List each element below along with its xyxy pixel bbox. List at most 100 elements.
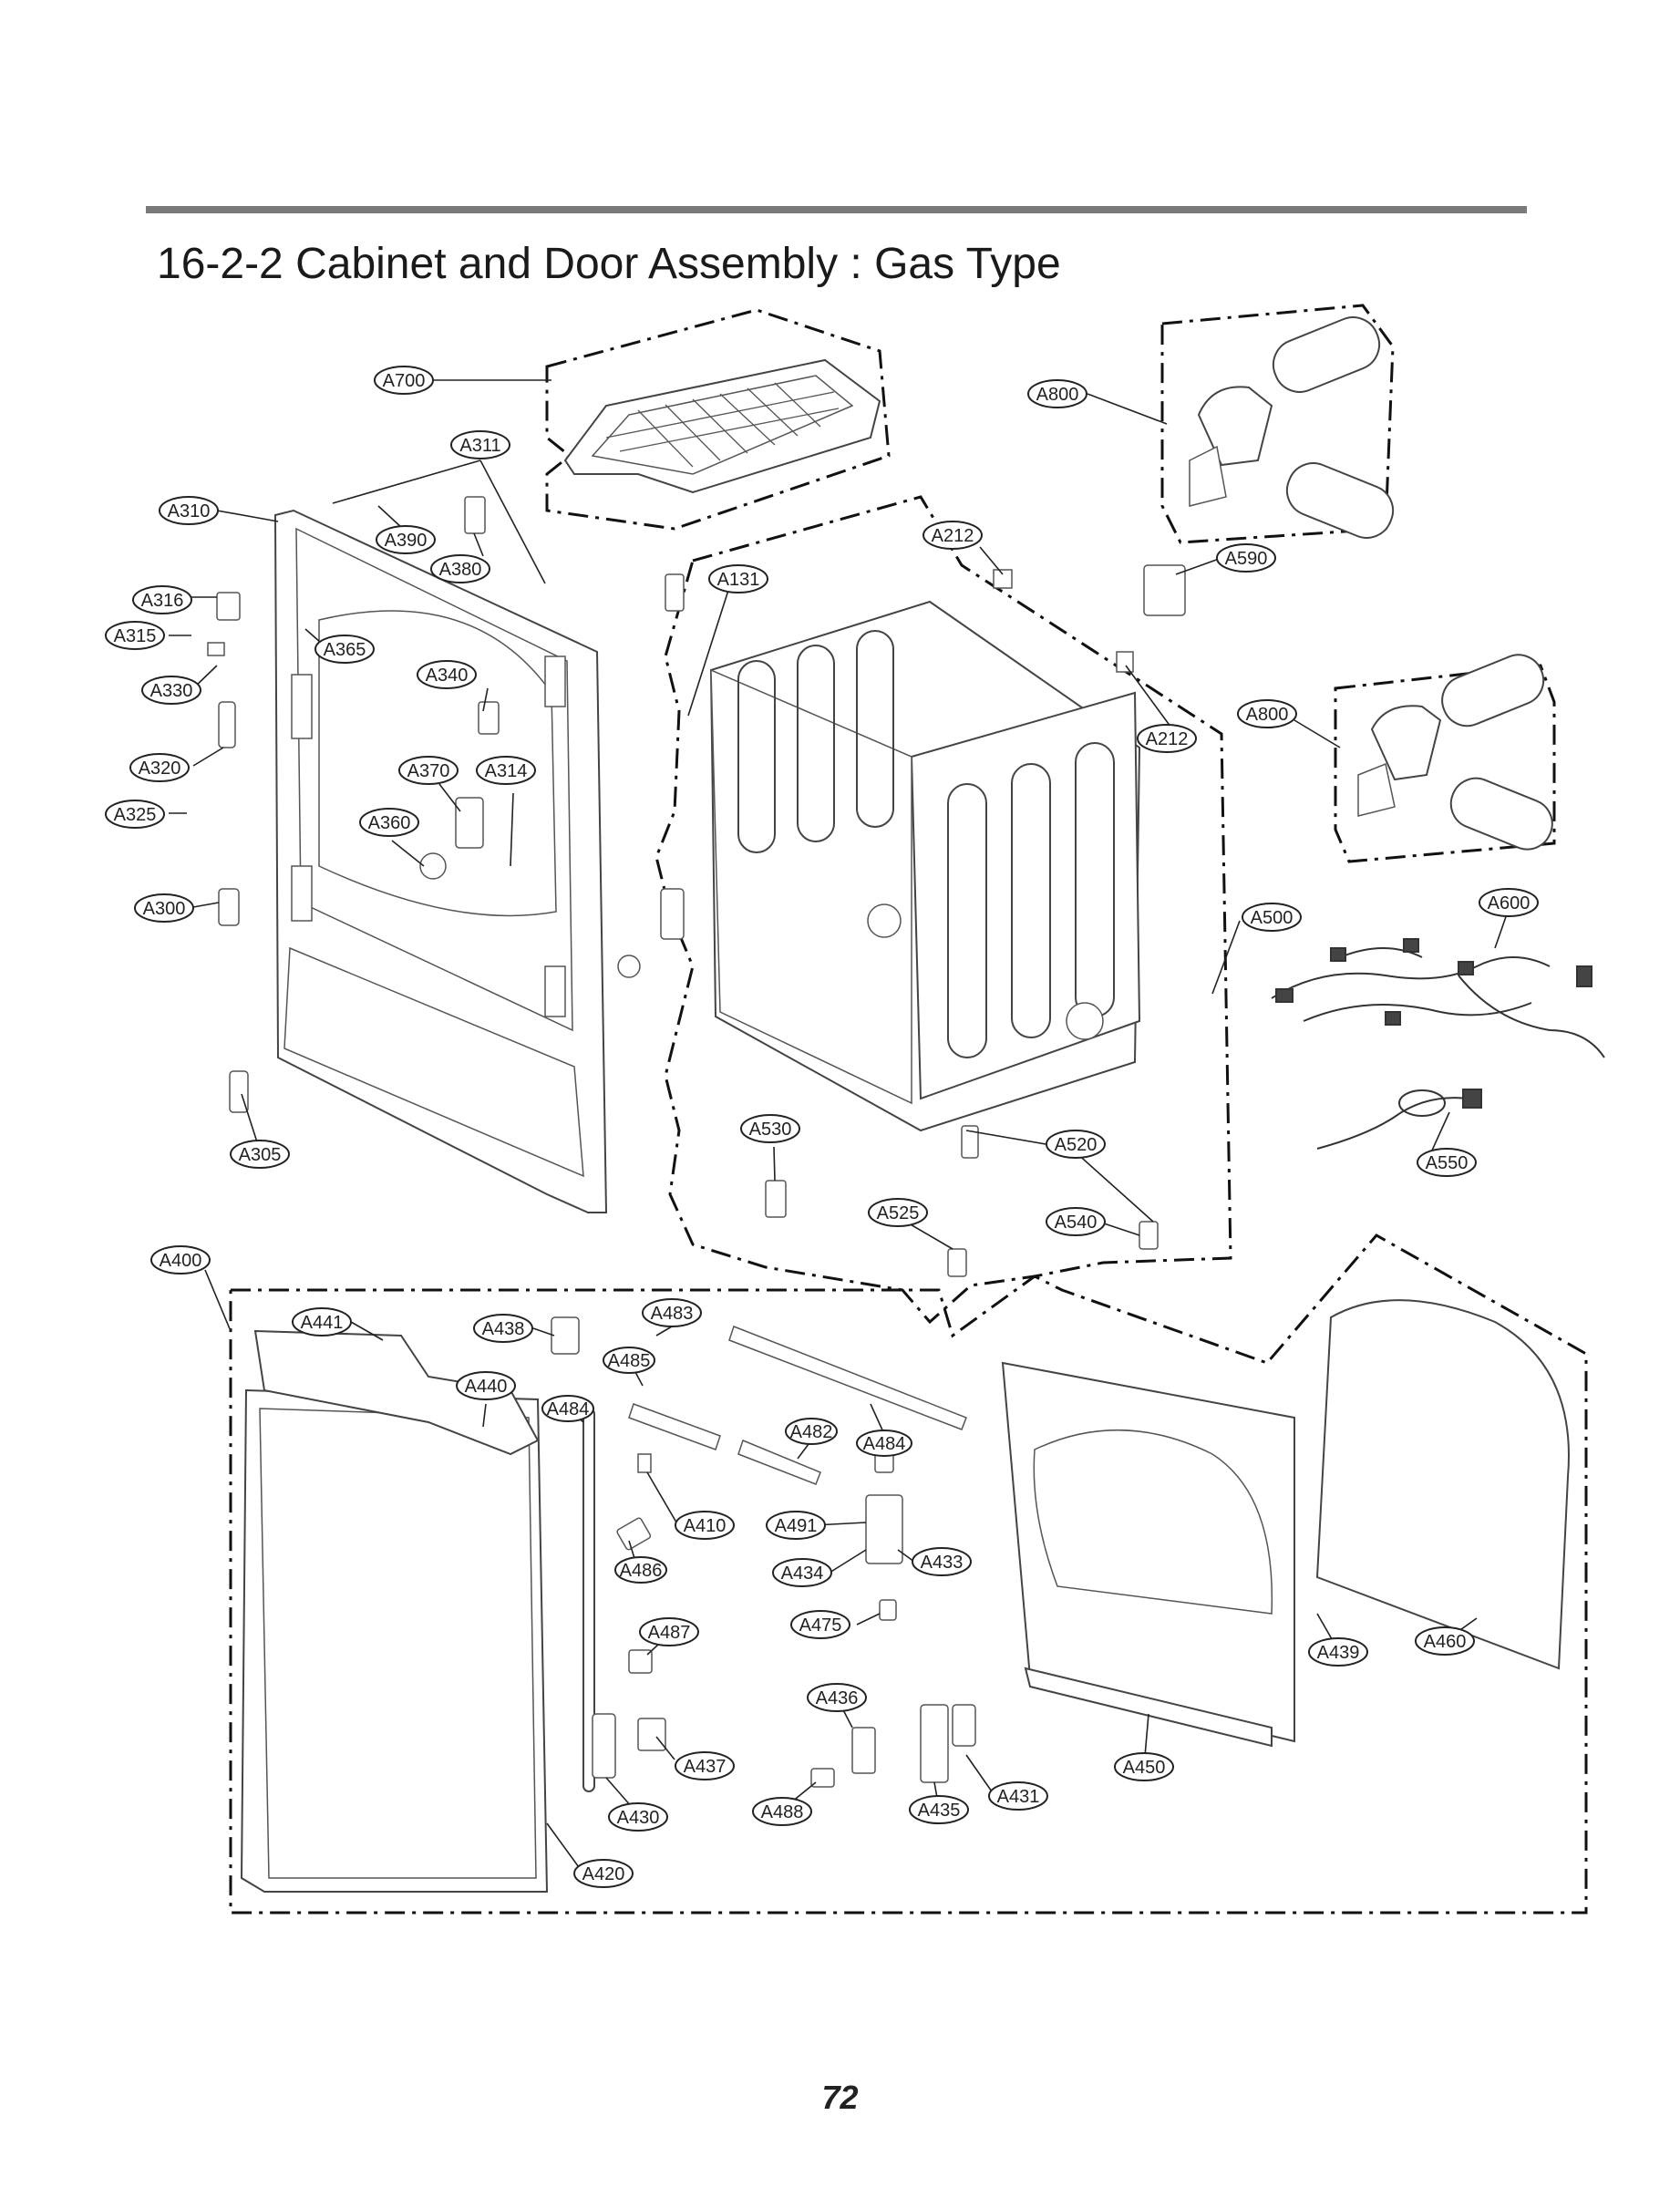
callout-label: A320 xyxy=(139,759,181,779)
callout-label: A380 xyxy=(439,560,482,580)
callout-A600: A600 xyxy=(1479,888,1539,917)
callout-A311: A311 xyxy=(450,430,510,459)
callout-label: A431 xyxy=(997,1787,1040,1807)
callout-label: A525 xyxy=(877,1203,920,1223)
callout-label: A437 xyxy=(684,1757,727,1777)
callout-A475: A475 xyxy=(790,1610,850,1639)
callout-label: A370 xyxy=(407,761,450,781)
callout-label: A475 xyxy=(799,1615,842,1636)
parts xyxy=(207,316,1605,1893)
callout-A485: A485 xyxy=(603,1347,655,1374)
inner-door-part xyxy=(1001,1361,1295,1748)
callout-A700: A700 xyxy=(374,366,434,395)
callout-A484-b: A484 xyxy=(856,1429,912,1457)
callout-A800-mid: A800 xyxy=(1237,699,1297,728)
callout-A370: A370 xyxy=(398,756,459,785)
callout-label: A314 xyxy=(485,761,528,781)
callout-A131: A131 xyxy=(708,564,768,593)
callout-A310: A310 xyxy=(159,496,219,525)
callout-label: A340 xyxy=(426,666,469,686)
callout-label: A530 xyxy=(749,1120,792,1140)
small-parts xyxy=(207,496,1186,1788)
callout-label: A360 xyxy=(368,813,411,833)
callout-label: A330 xyxy=(150,681,193,701)
callout-label: A440 xyxy=(465,1377,508,1397)
callout-A360: A360 xyxy=(359,808,419,837)
callout-label: A491 xyxy=(775,1516,818,1536)
cabinet-part xyxy=(709,600,1141,1132)
callout-A434: A434 xyxy=(772,1558,832,1587)
callout-A420: A420 xyxy=(573,1859,634,1888)
callout-label: A420 xyxy=(582,1864,625,1884)
door-panel-part xyxy=(240,1388,549,1893)
callout-A530: A530 xyxy=(740,1114,800,1143)
header-rule xyxy=(146,206,1527,213)
wire-harness-part xyxy=(1271,938,1605,1058)
callout-A330: A330 xyxy=(141,676,201,705)
callout-label: A590 xyxy=(1225,549,1268,569)
handle-trim-part xyxy=(253,1329,540,1456)
callout-label: A435 xyxy=(918,1801,961,1821)
callout-label: A439 xyxy=(1317,1643,1360,1663)
duct-top-part xyxy=(1189,316,1395,539)
top-panel-part xyxy=(563,358,881,494)
callout-A365: A365 xyxy=(314,635,375,664)
callout-label: A487 xyxy=(648,1623,691,1643)
callout-A433: A433 xyxy=(912,1547,972,1576)
callout-A400: A400 xyxy=(150,1245,211,1275)
callout-label: A310 xyxy=(168,501,211,521)
callout-A430: A430 xyxy=(608,1802,668,1832)
callout-label: A316 xyxy=(141,591,184,611)
callout-A315: A315 xyxy=(105,621,165,650)
callout-label: A700 xyxy=(383,371,426,391)
duct-mid-part xyxy=(1357,654,1553,851)
callout-A320: A320 xyxy=(129,753,190,782)
callout-label: A800 xyxy=(1036,385,1079,405)
callout-A483: A483 xyxy=(642,1298,702,1327)
callout-A438: A438 xyxy=(473,1314,533,1343)
callout-label: A483 xyxy=(651,1304,694,1324)
group-outlines xyxy=(229,304,1588,1914)
callout-A590: A590 xyxy=(1216,543,1276,573)
callout-label: A485 xyxy=(608,1351,651,1371)
callout-label: A600 xyxy=(1488,893,1531,913)
callout-label: A520 xyxy=(1055,1135,1098,1155)
callout-label: A460 xyxy=(1424,1632,1467,1652)
callout-A491: A491 xyxy=(766,1511,826,1540)
callout-label: A311 xyxy=(459,436,500,456)
callout-A325: A325 xyxy=(105,800,165,829)
callout-A550: A550 xyxy=(1417,1148,1477,1177)
callout-A488: A488 xyxy=(752,1797,812,1826)
callout-label: A212 xyxy=(1146,729,1189,749)
callout-label: A433 xyxy=(921,1553,964,1573)
callout-A484-a: A484 xyxy=(541,1395,594,1422)
callout-A540: A540 xyxy=(1046,1207,1106,1236)
callout-label: A212 xyxy=(932,526,974,546)
callout-label: A325 xyxy=(114,805,157,825)
callout-A340: A340 xyxy=(417,660,477,689)
callout-A500: A500 xyxy=(1242,903,1302,932)
callout-label: A484 xyxy=(547,1399,590,1419)
callout-A439: A439 xyxy=(1308,1637,1368,1667)
callout-A431: A431 xyxy=(988,1781,1048,1811)
callout-A800-top: A800 xyxy=(1027,379,1087,408)
callout-label: A436 xyxy=(816,1688,859,1708)
callout-label: A540 xyxy=(1055,1213,1098,1233)
callout-label: A390 xyxy=(385,531,428,551)
callout-label: A430 xyxy=(617,1808,660,1828)
callout-label: A486 xyxy=(620,1561,663,1581)
callout-A437: A437 xyxy=(675,1751,735,1780)
callout-A450: A450 xyxy=(1114,1752,1174,1781)
callout-A435: A435 xyxy=(909,1795,969,1824)
page-number: 72 xyxy=(821,2079,859,2116)
door-gasket-part xyxy=(1315,1299,1570,1670)
callout-label: A300 xyxy=(143,899,186,919)
callout-A482: A482 xyxy=(785,1418,838,1445)
callout-label: A488 xyxy=(761,1802,804,1822)
callout-A390: A390 xyxy=(376,525,436,554)
callout-label: A400 xyxy=(160,1251,202,1271)
callout-A520: A520 xyxy=(1046,1130,1106,1159)
callout-A410: A410 xyxy=(675,1511,735,1540)
callout-label: A434 xyxy=(781,1564,824,1584)
